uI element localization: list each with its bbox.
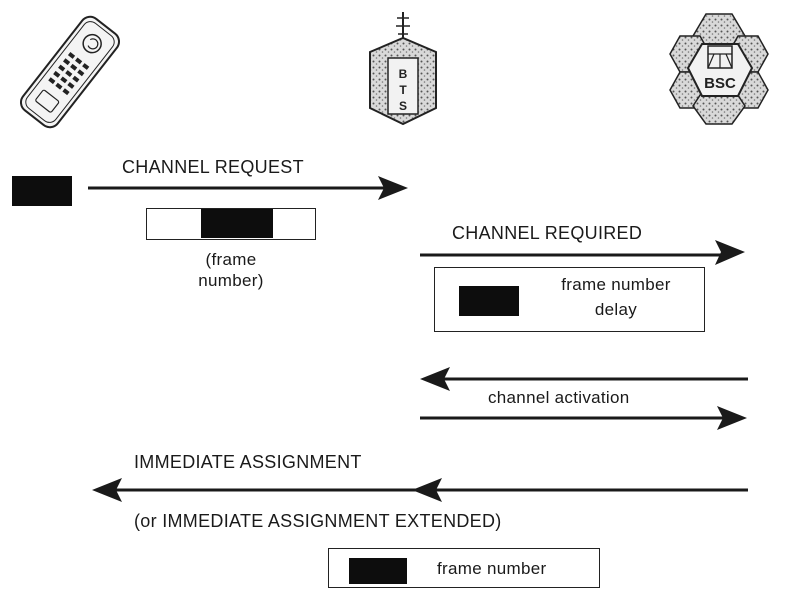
access-burst-block — [12, 176, 72, 206]
channel-required-label: CHANNEL REQUIRED — [452, 223, 643, 243]
mobile-phone-icon — [19, 15, 121, 129]
arrow-channel-request — [88, 176, 408, 200]
frame-number-block — [459, 286, 519, 316]
bsc-label: BSC — [704, 75, 736, 92]
bsc-hexagon-icon: BSC — [669, 13, 769, 125]
channel-required-note-line2: delay — [594, 300, 638, 319]
immediate-assignment-info-box: frame number — [328, 548, 600, 588]
arrow-channel-activation — [420, 367, 748, 391]
arrow-immediate-assignment — [92, 478, 748, 502]
bts-letter-s: S — [399, 99, 407, 113]
channel-activation-label: channel activation — [488, 388, 630, 407]
channel-required-note-line1: frame number — [561, 275, 671, 294]
channel-request-frame-box — [146, 208, 316, 240]
message-arrows — [88, 176, 748, 502]
channel-required-info-box: frame number delay — [434, 267, 705, 332]
bts-tower-icon: B T S — [369, 12, 437, 126]
frame-number-block — [349, 558, 407, 584]
immediate-assignment-label: IMMEDIATE ASSIGNMENT — [134, 452, 362, 472]
channel-request-note-line1: (frame — [205, 250, 257, 269]
arrow-channel-activation-ack — [420, 406, 747, 430]
bts-letter-b: B — [399, 67, 408, 81]
channel-request-label: CHANNEL REQUEST — [122, 157, 304, 177]
immediate-assignment-extended-label: (or IMMEDIATE ASSIGNMENT EXTENDED) — [134, 511, 502, 531]
frame-number-block — [201, 209, 273, 238]
channel-request-note-line2: number) — [198, 271, 264, 290]
immediate-assignment-note: frame number — [437, 559, 547, 578]
arrow-channel-required — [420, 240, 745, 265]
bts-letter-t: T — [399, 83, 407, 97]
